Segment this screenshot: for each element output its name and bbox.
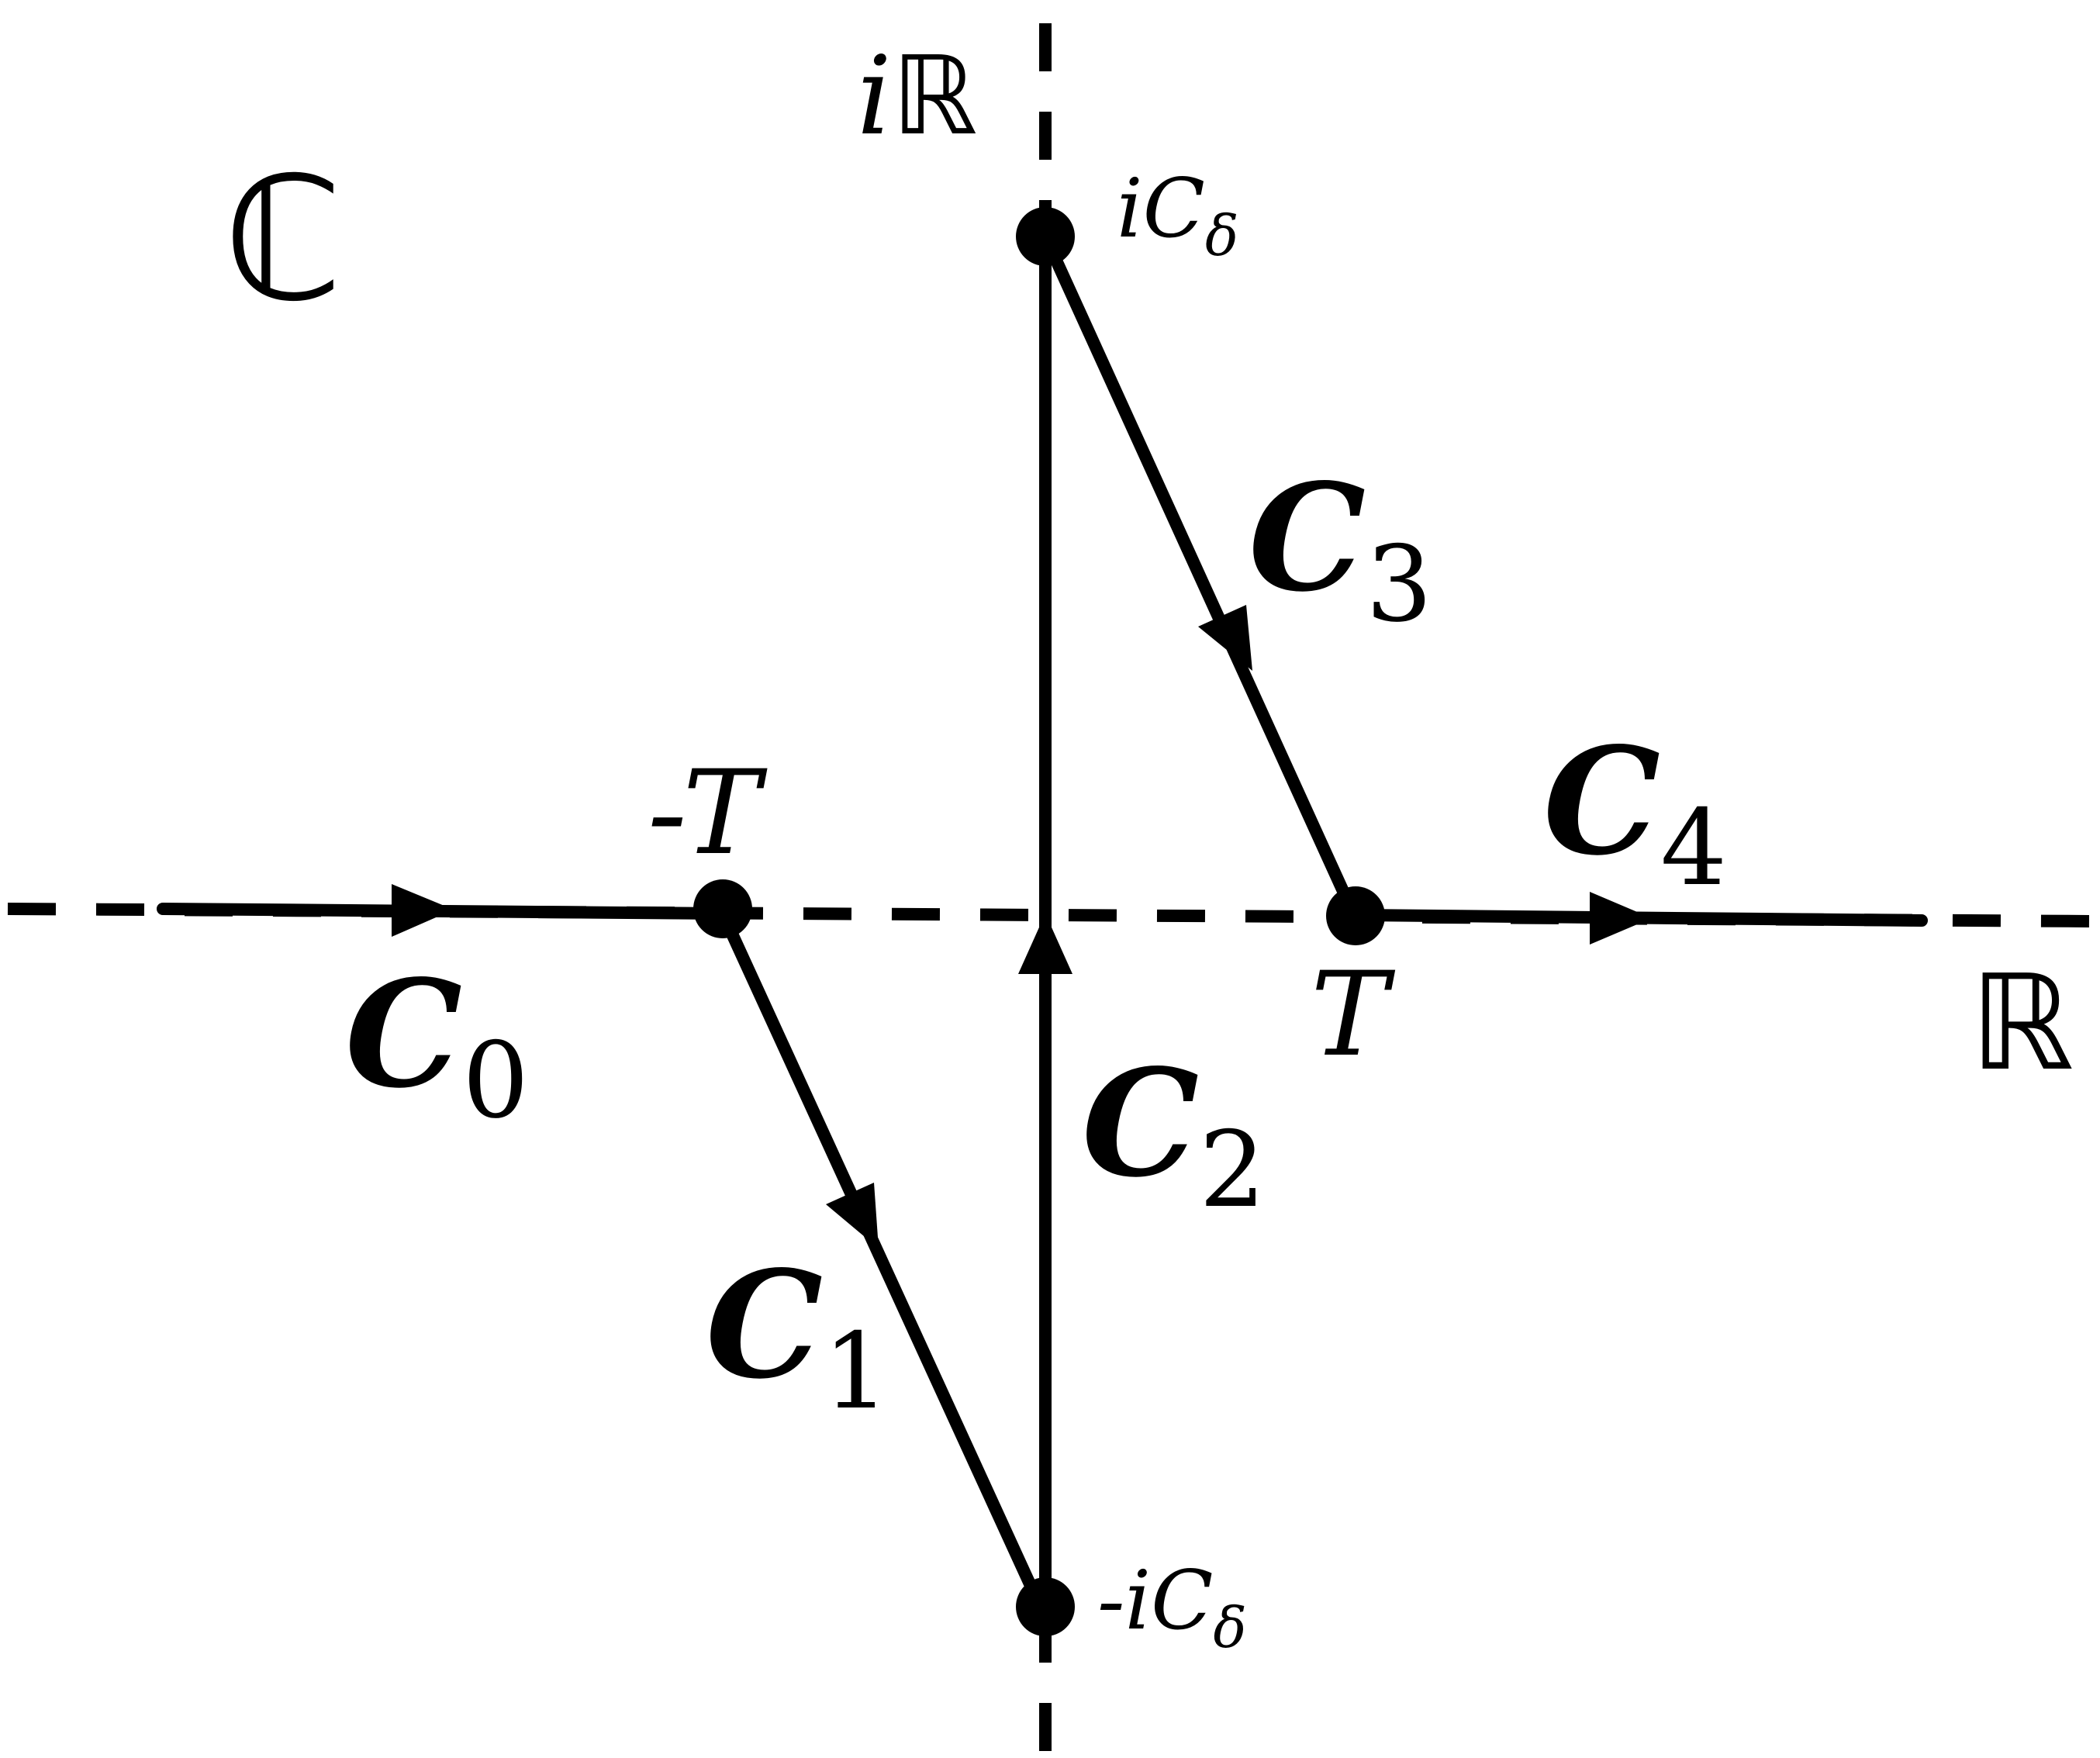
arrow-c1 [826,1183,879,1249]
contour-label-c4: C4 [1543,715,1727,909]
contour-label-c2: C2 [1082,1037,1266,1231]
contour-c1-path [717,907,1042,1604]
contour-label-c0: C0 [345,948,529,1141]
point-neg-t [693,879,752,938]
arrow-c0 [392,884,454,937]
real-axis-label: ℝ [1970,947,2074,1100]
marked-points [693,207,1385,1636]
plane-label: ℂ [223,140,343,339]
point-label-top: iCδ [1117,161,1238,268]
point-top [1016,207,1075,266]
point-bottom [1016,1577,1075,1636]
direction-arrows [392,605,1652,1249]
point-t [1326,886,1385,945]
arrow-c3 [1198,605,1252,671]
point-label-bottom: -iCδ [1097,1553,1247,1660]
point-label-neg-t: -T [648,746,768,881]
contour-c3-path [1039,230,1360,921]
contour-label-c3: C3 [1249,451,1432,645]
imaginary-axis-label: iℝ [857,33,978,160]
arrow-c4 [1590,892,1652,945]
contour-label-c1: C1 [706,1238,889,1432]
point-label-t: T [1311,948,1396,1083]
arrow-c2 [1018,914,1072,974]
